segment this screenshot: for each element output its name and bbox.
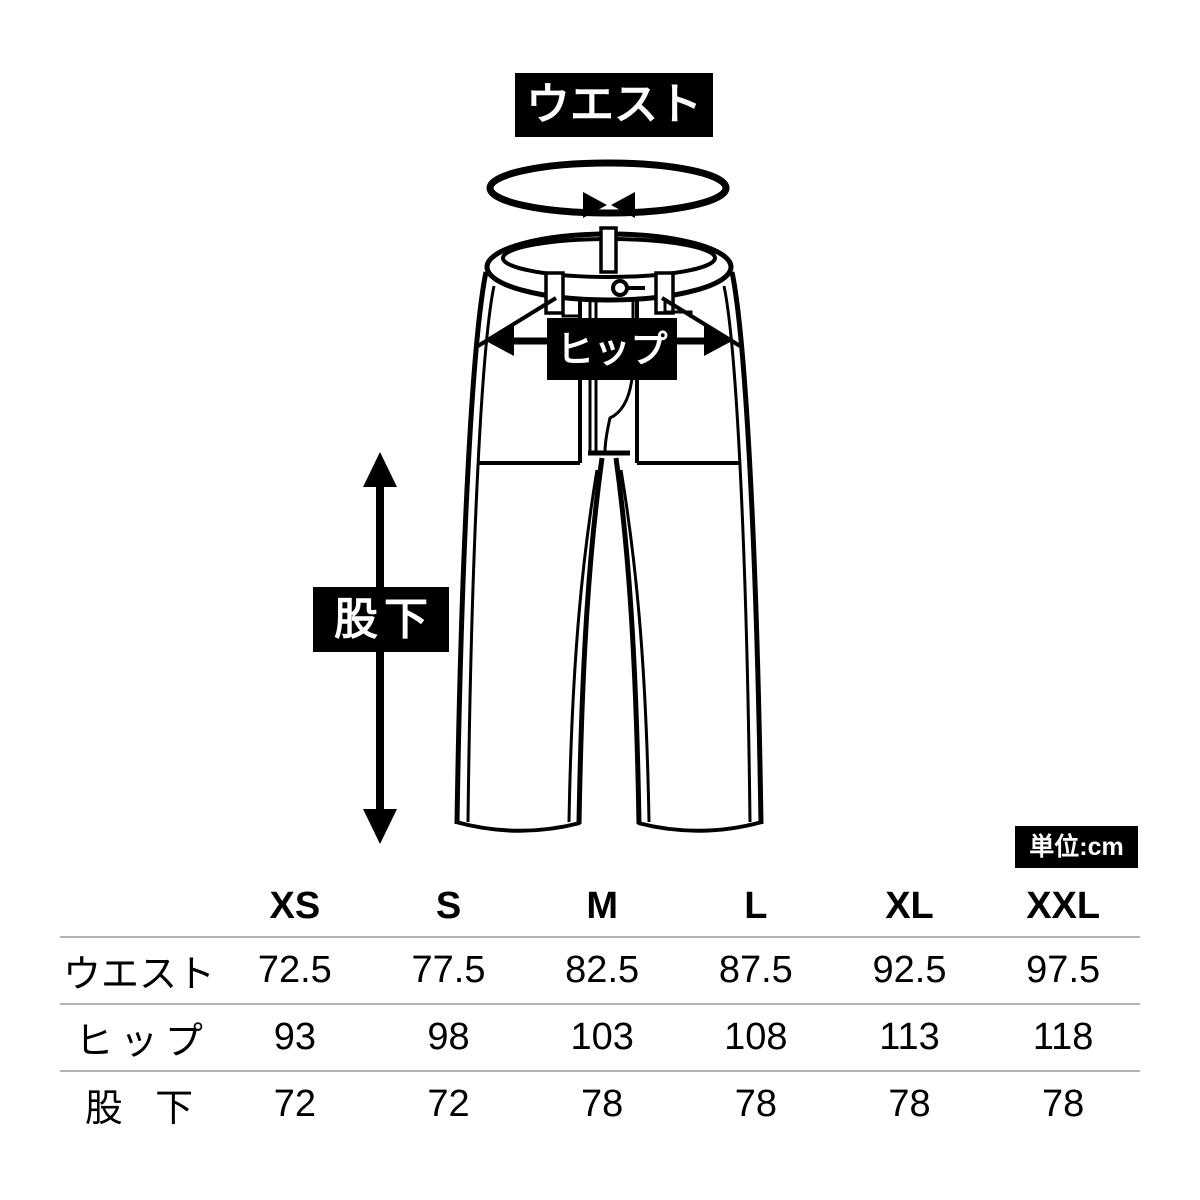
row-label-inseam: 股下 (84, 1087, 226, 1130)
right-hem (637, 820, 763, 833)
hip-value-xl: 113 (879, 1016, 940, 1058)
hip-value-xxl: 118 (1032, 1016, 1094, 1058)
hip-value-l: 108 (724, 1016, 788, 1058)
left-slash-pocket (476, 296, 558, 348)
hip-value-s: 98 (427, 1016, 470, 1058)
size-column-header-m: M (586, 884, 618, 927)
waist-value-s: 77.5 (411, 949, 486, 991)
waist-value-xs: 72.5 (257, 949, 332, 991)
size-column-header-xs: XS (269, 884, 321, 927)
waist-value-l: 87.5 (718, 949, 793, 991)
waistband (484, 226, 734, 315)
inseam-value-xl: 78 (888, 1082, 931, 1125)
table-row-waist: ウエスト 72.5 77.5 82.5 87.5 92.5 97.5 (60, 938, 1140, 1005)
table-row-hip: ヒップ 93 98 103 108 113 118 (60, 1005, 1140, 1072)
pants-legs (454, 271, 764, 833)
inseam-value-xxl: 78 (1042, 1082, 1085, 1125)
right-slash-pocket (660, 296, 742, 348)
unit-badge: 単位:cm (1015, 826, 1138, 868)
size-table: XS S M L XL XXL ウエスト 72.5 77.5 82.5 87.5… (60, 876, 1140, 1136)
size-column-header-xl: XL (885, 884, 934, 927)
waist-value-m: 82.5 (565, 949, 640, 991)
inseam-value-s: 72 (427, 1082, 470, 1125)
left-belt-loop (544, 271, 565, 315)
size-column-header-xxl: XXL (1026, 884, 1101, 927)
table-row-inseam: 股下 72 72 78 78 78 78 (60, 1072, 1140, 1136)
inseam-value-xs: 72 (273, 1082, 316, 1125)
row-label-waist: ウエスト (62, 954, 215, 996)
left-hem (455, 820, 581, 833)
inseam-value-l: 78 (734, 1082, 777, 1125)
size-table-header-row: XS S M L XL XXL (60, 876, 1140, 938)
waist-measure-label: ウエスト (515, 73, 713, 137)
inseam-measure-label: 股下 (313, 587, 449, 652)
row-label-hip: ヒップ (75, 1021, 210, 1063)
waist-button-icon (611, 279, 629, 297)
back-belt-loop (599, 226, 618, 274)
waist-value-xl: 92.5 (872, 949, 947, 991)
hip-value-m: 103 (570, 1016, 634, 1058)
hip-value-xs: 93 (273, 1016, 316, 1058)
size-column-header-s: S (435, 884, 462, 927)
inseam-value-m: 78 (581, 1082, 624, 1125)
waist-measure-arrow-icon (486, 159, 730, 218)
waist-value-xxl: 97.5 (1026, 949, 1101, 991)
size-column-header-l: L (744, 884, 768, 927)
hip-measure-label: ヒップ (547, 318, 677, 380)
